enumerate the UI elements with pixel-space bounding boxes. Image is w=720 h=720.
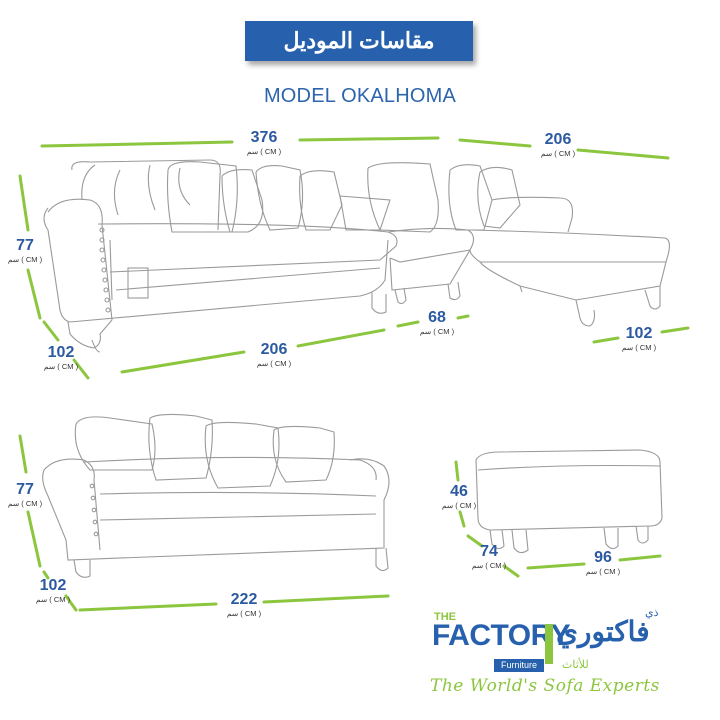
dimension-lines xyxy=(18,136,690,612)
logo-the: THE xyxy=(434,611,456,623)
logo-furniture-arabic: للأثاث xyxy=(562,659,589,671)
model-name: MODEL OKALHOMA xyxy=(263,85,457,107)
logo-furniture: Furniture xyxy=(494,659,544,672)
logo-divider xyxy=(545,624,553,664)
logo-tagline: The World's Sofa Experts xyxy=(430,676,660,696)
logo-arabic-small: ذي xyxy=(645,607,659,619)
sofa-sketch xyxy=(42,413,390,578)
ottoman-sketch xyxy=(475,449,663,554)
title-banner: مقاسات الموديل xyxy=(245,21,473,61)
logo-arabic: فاكتوري xyxy=(556,616,650,647)
sectional-sketch xyxy=(43,159,671,353)
